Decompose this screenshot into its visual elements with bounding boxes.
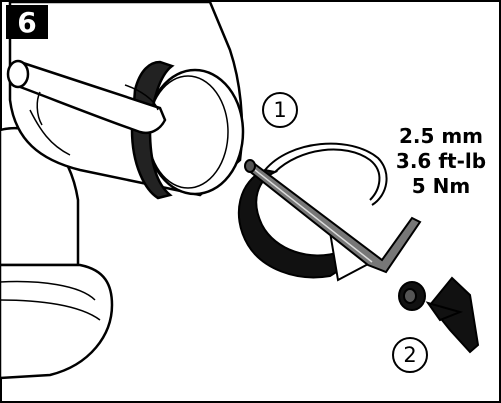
spec-torque-nm: 5 Nm (411, 174, 471, 198)
push-arrow (425, 276, 480, 354)
callout-1: 1 (262, 92, 298, 128)
step-number-badge: 6 (6, 5, 48, 39)
allen-key (244, 159, 422, 274)
set-screw (398, 281, 426, 311)
spec-torque-ftlb: 3.6 ft-lb (395, 149, 487, 173)
spec-key-size: 2.5 mm (398, 124, 484, 148)
faucet-head (6, 0, 245, 200)
callout-2: 2 (392, 337, 428, 373)
